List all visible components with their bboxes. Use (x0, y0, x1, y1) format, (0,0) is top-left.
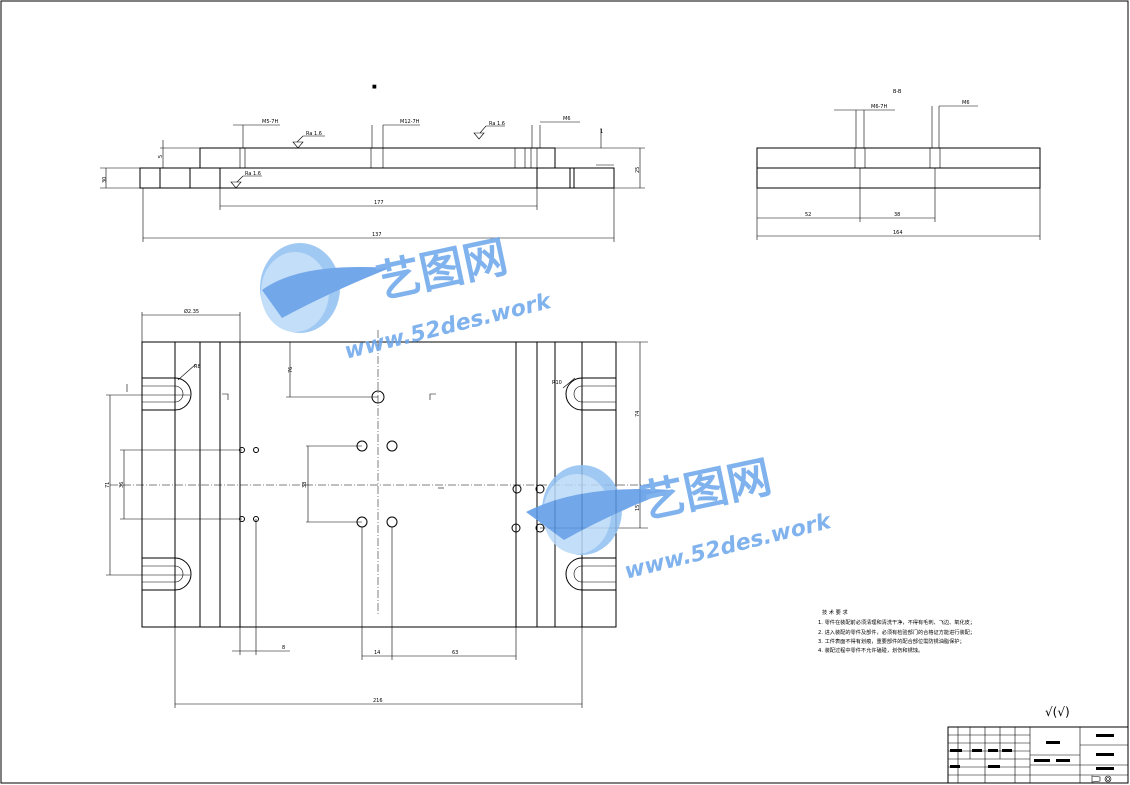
top-dim-right-top: 1 (600, 129, 603, 135)
top-roughness-c: Ra 1.6 (489, 121, 505, 127)
plan-dim-top-width: Ø2.35 (184, 308, 199, 315)
top-view-marker: ■ (372, 84, 377, 90)
roughness-symbol: √(√) (1045, 705, 1070, 719)
watermark-brand-top: 艺图网 (372, 231, 512, 308)
globe-logo-icon (260, 243, 390, 333)
section-thread-right: M6 (962, 100, 970, 106)
top-thread-left: M5-7H (262, 119, 278, 125)
top-dim-right-height: 25 (635, 167, 641, 173)
top-dim-left-height: 30 (102, 177, 108, 183)
plan-dim-bottom-overall: 216 (373, 698, 383, 704)
top-dim-overall: 137 (372, 232, 382, 238)
plan-radius-left: R8 (194, 364, 201, 370)
notes-item-1: 1. 零件在装配前必须清理和清洗干净，不得有毛刺、飞边、氧化皮； (818, 618, 975, 626)
notes-title: 技 术 要 求 (822, 608, 849, 616)
plan-radius-right: R10 (552, 380, 562, 386)
watermark-top: 艺图网 www.52des.work (260, 231, 555, 365)
title-block (947, 726, 1129, 784)
plan-dim-left-overall: 71 (105, 482, 111, 488)
section-label: B-B (893, 89, 902, 95)
notes-item-2: 2. 进入装配的零件及部件，必须有检验部门的合格证方能进行装配； (818, 628, 975, 636)
plan-dim-left-inner: 36 (119, 482, 125, 488)
section-thread: M6-7H (871, 104, 887, 110)
top-roughness-b: Ra 1.6 (245, 171, 261, 177)
globe-logo-icon (526, 465, 672, 555)
watermark-bottom: 艺图网 www.52des.work (526, 452, 835, 585)
projection-symbol-icon (1091, 775, 1112, 783)
watermark-url-top: www.52des.work (342, 289, 555, 365)
section-dim-left: 52 (805, 212, 811, 218)
top-view: ■ M5-7H M12-7H M6 Ra 1.6 Ra 1.6 (100, 84, 645, 242)
plan-dim-bottom-b: 63 (452, 650, 458, 656)
plan-dim-bottom-a: 14 (374, 650, 380, 656)
plan-dim-right-lower: 15 (635, 505, 641, 511)
top-dim-small-step: 5 (158, 155, 164, 158)
section-dim-overall: 164 (893, 230, 903, 236)
top-dim-inner: 177 (374, 200, 384, 206)
plan-dim-mid-vertical: 38 (302, 482, 308, 488)
notes-item-4: 4. 装配过程中零件不允许磕碰，划伤和锈蚀。 (818, 646, 923, 654)
top-thread-right: M6 (563, 116, 571, 122)
plan-dim-right-upper: 74 (635, 411, 641, 417)
technical-notes: 技 术 要 求 1. 零件在装配前必须清理和清洗干净，不得有毛刺、飞边、氧化皮；… (818, 608, 975, 654)
notes-item-3: 3. 工件表面不得有划痕，重要部件的配合部位需防锈油脂保护； (818, 637, 965, 645)
top-thread-mid: M12-7H (400, 119, 420, 125)
plan-dim-hole-offset: 76 (288, 367, 294, 373)
watermark-brand-bottom: 艺图网 (636, 452, 776, 529)
section-dim-mid: 38 (894, 212, 900, 218)
section-view: B-B M6-7H M6 164 52 38 (756, 89, 1041, 240)
plan-view: 71 36 R8 R10 Ø2.35 76 38 74 15 (105, 308, 650, 708)
plan-dim-bottom-small: 8 (282, 645, 285, 651)
top-roughness-a: Ra 1.6 (306, 131, 322, 137)
